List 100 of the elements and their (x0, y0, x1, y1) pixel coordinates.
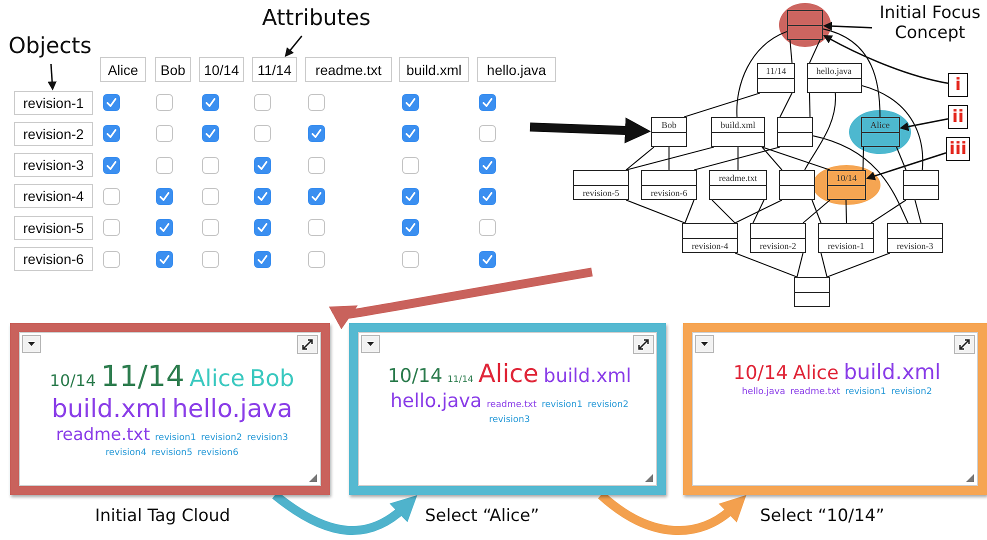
checkbox (478, 156, 496, 174)
lattice-line (822, 28, 881, 117)
lattice-line (684, 92, 760, 118)
checkbox (254, 125, 270, 142)
tag-word: revision2 (588, 400, 629, 410)
lattice-line (684, 200, 695, 224)
tag-word: hello.java (390, 390, 482, 413)
tag-cloud-panel (683, 323, 987, 495)
callout-number: iii (946, 137, 970, 161)
callout-number: i (948, 73, 968, 97)
tag-word: revision2 (891, 386, 932, 398)
tag-word: revision1 (155, 433, 196, 444)
checkbox (254, 250, 270, 268)
checkbox (478, 188, 496, 205)
node-label: Initial Tag Cloud (95, 506, 230, 526)
tag-word: 11/14 (100, 360, 184, 394)
tag-word: Alice (793, 363, 839, 385)
tag-word: 10/14 (388, 366, 442, 388)
lattice-line (812, 135, 908, 224)
arrow (530, 117, 651, 144)
annotation-text: Objects (8, 34, 92, 64)
leader-line (284, 36, 302, 57)
tag-word: build.xml (52, 395, 168, 424)
lattice-line (802, 200, 830, 224)
tag-word: build.xml (544, 366, 632, 388)
concept-box (750, 223, 806, 253)
checkbox (102, 156, 120, 174)
lattice-line (808, 92, 811, 118)
checkbox (402, 219, 418, 236)
checkbox (102, 125, 120, 142)
checkbox (478, 250, 496, 268)
leader-line (866, 152, 946, 180)
lattice-line (626, 146, 714, 171)
tag-cloud-panel (10, 323, 330, 495)
checkbox (156, 250, 172, 268)
checkbox (156, 219, 172, 236)
leader-line (823, 22, 872, 31)
tag-word: revision2 (201, 433, 242, 444)
tag-word: 11/14 (447, 375, 474, 386)
leader-line (900, 118, 948, 131)
checkbox (156, 156, 172, 174)
tag-word: 10/14 (733, 363, 788, 385)
lattice-line (712, 200, 736, 224)
object-field: revision-2 (14, 122, 93, 146)
checkbox (402, 94, 418, 111)
checkbox (478, 94, 496, 111)
tag-cloud-panel (349, 323, 666, 495)
concept-box (887, 223, 943, 253)
tag-word: readme.txt (56, 426, 150, 446)
tag-word: 10/14 (50, 372, 96, 390)
tag-word: build.xml (844, 360, 941, 384)
tag-word: revision6 (198, 448, 238, 458)
checkbox (202, 156, 218, 174)
object-field: revision-1 (14, 90, 93, 114)
concept-label: 10/14 (835, 172, 858, 185)
lattice-line (734, 200, 782, 224)
concept-box (711, 117, 765, 147)
checkbox (102, 219, 120, 236)
concept-box (903, 170, 939, 200)
tag-word: revision3 (247, 433, 288, 444)
tag-word: revision1 (845, 386, 886, 398)
lattice-line (762, 146, 782, 170)
attribute-field: Bob (155, 57, 191, 82)
attribute-field: Alice (100, 57, 146, 82)
tag-word: revision1 (542, 400, 583, 410)
concept-box (818, 223, 874, 253)
checkbox (202, 219, 218, 236)
checkbox (202, 125, 218, 142)
object-field: revision-3 (14, 153, 93, 178)
checkbox (308, 94, 324, 111)
tag-word: readme.txt (790, 386, 840, 398)
lattice-line (796, 252, 804, 278)
tag-word: revision3 (489, 414, 530, 425)
tag-word: readme.txt (486, 400, 537, 410)
attribute-field: hello.java (477, 57, 556, 82)
concept-label: hello.java (815, 65, 853, 78)
checkbox (402, 156, 418, 174)
concept-box (787, 10, 823, 40)
lattice-line (862, 146, 864, 170)
checkbox (254, 94, 270, 111)
concept-label: readme.txt (718, 172, 758, 185)
concept-label: 11/14 (764, 65, 788, 78)
lattice-line (736, 31, 788, 117)
checkbox (156, 125, 172, 142)
lattice-line (804, 92, 836, 170)
object-field: revision-4 (14, 184, 93, 208)
tag-word: hello.java (742, 386, 786, 398)
checkbox (254, 188, 270, 205)
lattice-line (789, 40, 793, 64)
lattice-line (694, 146, 780, 171)
object-field: revision-6 (14, 247, 93, 271)
checkbox (254, 219, 270, 236)
tag-word: Alice (478, 360, 539, 389)
tag-word: hello.java (172, 395, 292, 424)
lattice-line (826, 252, 890, 278)
concept-box (779, 170, 815, 200)
checkbox (156, 94, 172, 111)
leader-line (822, 35, 948, 84)
lattice-line (734, 252, 798, 278)
concept-label: revision-2 (758, 240, 798, 253)
